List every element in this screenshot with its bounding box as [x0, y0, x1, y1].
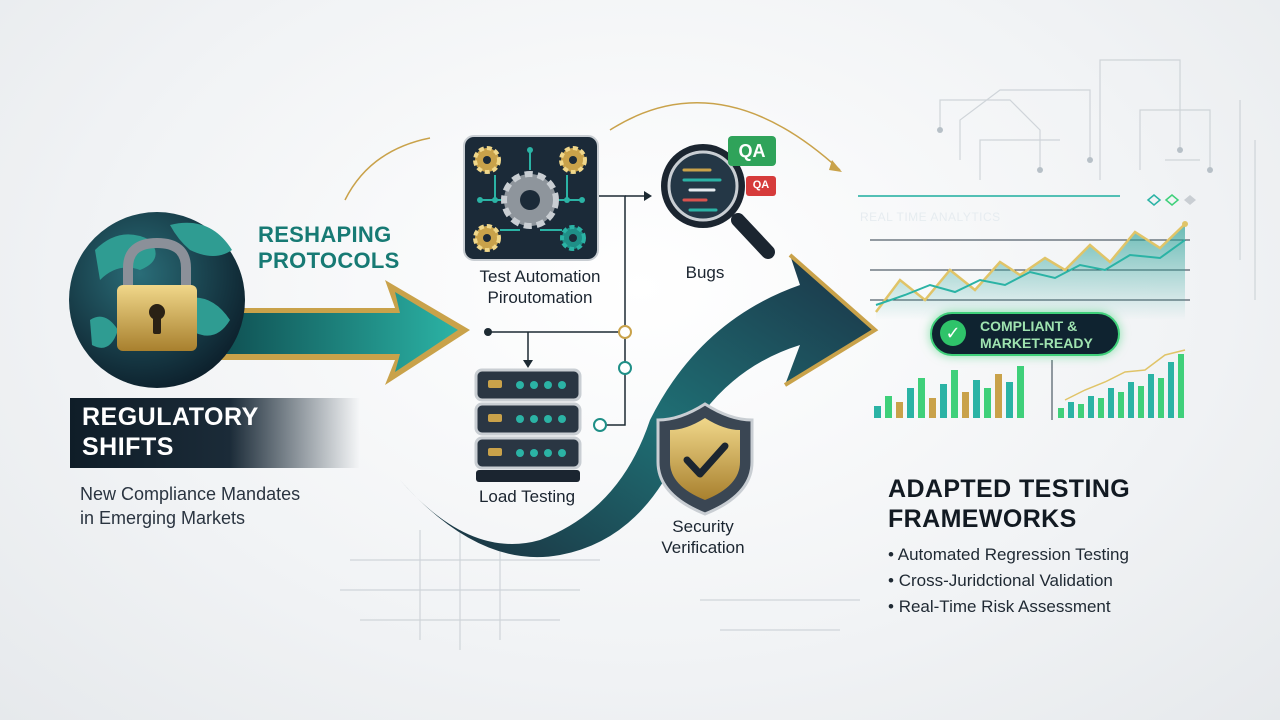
adapted-title-line1: ADAPTED TESTING: [888, 475, 1131, 503]
bullet-item: Cross-Juridctional Validation: [888, 568, 1129, 594]
test-automation-line1: Test Automation: [479, 267, 601, 286]
gears-icon: [463, 135, 599, 261]
qa-tag-small-text: QA: [752, 179, 770, 191]
qa-tag-large-text: QA: [738, 141, 766, 161]
dashboard-bar: [1128, 382, 1134, 418]
regulatory-subtitle-line2: in Emerging Markets: [80, 508, 246, 528]
security-line2: Verification: [661, 538, 745, 557]
dashboard-bar: [951, 370, 958, 418]
bugs-label: Bugs: [685, 263, 725, 282]
dashboard-bar: [962, 392, 969, 418]
regulatory-shifts-title: REGULATORY SHIFTS: [70, 398, 360, 468]
adapted-bullet-list: Automated Regression Testing Cross-Jurid…: [888, 542, 1129, 620]
reshaping-arrow: [220, 280, 470, 385]
dashboard-bar: [896, 402, 903, 418]
reshaping-line2: PROTOCOLS: [258, 248, 400, 273]
compliant-badge-text: COMPLIANT & MARKET-READY: [980, 318, 1093, 352]
magnifier-icon: [661, 144, 775, 259]
security-verification-label: Security Verification: [638, 516, 768, 558]
dashboard-bar: [1098, 398, 1104, 418]
bullet-item: Automated Regression Testing: [888, 542, 1129, 568]
badge-line2: MARKET-READY: [980, 335, 1093, 351]
dashboard-bar: [1088, 396, 1094, 418]
test-automation-line2: Piroutomation: [487, 288, 593, 307]
dashboard-bar: [874, 406, 881, 418]
dashboard-bar: [984, 388, 991, 418]
regulatory-subtitle-line1: New Compliance Mandates: [80, 484, 301, 504]
dashboard-bar: [1148, 374, 1154, 418]
badge-line1: COMPLIANT &: [980, 318, 1078, 334]
dashboard-bar: [1178, 354, 1184, 418]
reshaping-protocols-label: RESHAPING PROTOCOLS: [258, 222, 400, 274]
bullet-item: Real-Time Risk Assessment: [888, 594, 1129, 620]
dashboard-bar: [907, 388, 914, 418]
adapted-frameworks-title: ADAPTED TESTING FRAMEWORKS: [888, 474, 1130, 534]
dashboard-bar: [1068, 402, 1074, 418]
dashboard-graphics: [858, 194, 1196, 420]
dashboard-bar: [1158, 378, 1164, 418]
dashboard-bar: [1138, 386, 1144, 418]
regulatory-subtitle: New Compliance Mandates in Emerging Mark…: [80, 482, 300, 530]
dashboard-bar: [1058, 408, 1064, 418]
regulatory-title-line1: REGULATORY: [82, 403, 259, 431]
shield-check-icon: [656, 402, 754, 516]
qa-tag-large: [728, 136, 776, 166]
security-line1: Security: [672, 517, 734, 536]
dashboard-bar: [1078, 404, 1084, 418]
globe-lock-icon: [69, 212, 245, 388]
qa-tag-small: [746, 176, 776, 196]
swoosh-arrow: [400, 253, 879, 558]
dashboard-bar: [1168, 362, 1174, 418]
dashboard-bar: [995, 374, 1002, 418]
load-testing-label: Load Testing: [478, 487, 576, 506]
adapted-title-line2: FRAMEWORKS: [888, 505, 1077, 533]
dashboard-bar: [940, 384, 947, 418]
dashboard-title: REAL TIME ANALYTICS: [860, 210, 1001, 224]
server-stack-icon: [474, 368, 582, 482]
dashboard-bar: [918, 378, 925, 418]
dashboard-bar: [885, 396, 892, 418]
dashboard-bar: [929, 398, 936, 418]
arc-connector-left: [344, 137, 431, 201]
reshaping-line1: RESHAPING: [258, 222, 392, 247]
arc-connector-top: [609, 102, 841, 171]
dashboard-bar: [1118, 392, 1124, 418]
regulatory-title-line2: SHIFTS: [82, 433, 174, 461]
dashboard-bar: [1108, 388, 1114, 418]
test-automation-label: Test Automation Piroutomation: [440, 266, 640, 308]
check-icon: ✓: [940, 320, 966, 346]
dashboard-bar: [973, 380, 980, 418]
dashboard-bar: [1006, 382, 1013, 418]
dashboard-bar: [1017, 366, 1024, 418]
